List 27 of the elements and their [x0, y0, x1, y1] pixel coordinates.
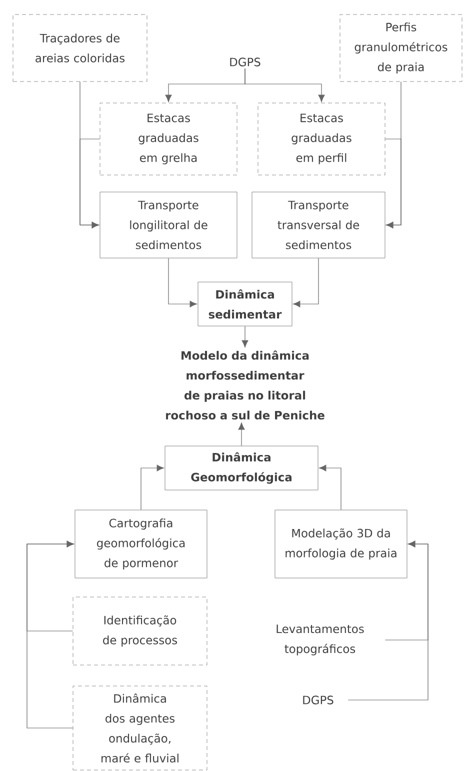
text-label: Levantamentos topográficos [276, 624, 364, 656]
dashed-box: Estacas graduadas em perfil [258, 102, 386, 176]
arrow [292, 258, 319, 308]
process-box: Dinâmica Geomorfológica [164, 446, 318, 490]
process-box: Cartografia geomorfológica de pormenor [74, 510, 208, 578]
arrow [26, 540, 74, 728]
arrow [348, 540, 428, 700]
process-box: Modelação 3D da morfologia de praia [274, 510, 408, 578]
process-box: Transporte transversal de sedimentos [252, 192, 386, 258]
arrow [168, 258, 198, 308]
title-text: Modelo da dinâmica morfossedimentar de praias no litoral rochoso a sul de Peniche [166, 350, 324, 420]
arrow [318, 464, 342, 510]
arrow [238, 422, 245, 446]
text-label: DGPS [230, 58, 260, 66]
process-box: Transporte longilitoral de sedimentos [100, 192, 238, 258]
arrow [384, 138, 402, 228]
arrow [242, 326, 248, 348]
dashed-box: Identificação de processos [72, 596, 208, 666]
dashed-box: Perfis granulométricos de praia [340, 14, 462, 82]
text-label: DGPS [303, 696, 334, 704]
dashed-box: Traçadores de areias coloridas [12, 14, 148, 82]
arrow [244, 68, 325, 102]
dashed-box: Estacas graduadas em grelha [100, 102, 238, 176]
arrow [80, 138, 100, 228]
arrow [140, 464, 164, 510]
process-box: Dinâmica sedimentar [198, 282, 292, 326]
dashed-box: Dinâmica dos agentes ondulação, maré e fluvial [72, 686, 208, 770]
